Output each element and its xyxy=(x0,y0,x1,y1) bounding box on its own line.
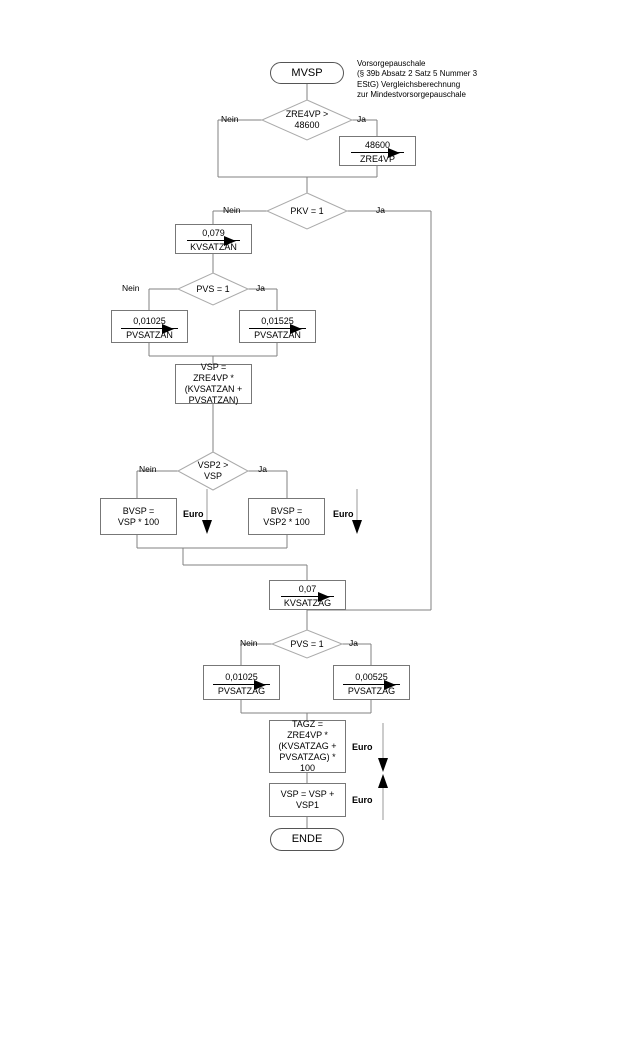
assign-target-a2: KVSATZAN xyxy=(190,242,237,252)
assign-arrow-a1 xyxy=(388,148,400,158)
assign-box-a1: 48600 ZRE4VP xyxy=(339,136,416,166)
branch-label-d3-yes: Ja xyxy=(256,283,265,293)
assign-rule-a3 xyxy=(121,328,178,329)
decision-shape-d4 xyxy=(176,451,250,491)
assign-value-a1: 48600 xyxy=(364,140,391,150)
assign-arrow-a5 xyxy=(318,592,330,602)
assign-value-a2: 0,079 xyxy=(202,228,225,238)
assign-box-a6: 0,01025 PVSATZAG xyxy=(203,665,280,700)
process-box-p5: VSP = VSP + VSP1 xyxy=(269,783,346,817)
assign-target-a6: PVSATZAG xyxy=(217,686,266,696)
decision-shape-d2 xyxy=(265,192,349,230)
terminator-start-label: MVSP xyxy=(291,66,323,79)
assign-rule-a4 xyxy=(249,328,306,329)
decision-shape-d5 xyxy=(270,629,344,659)
assign-arrow-a3 xyxy=(162,324,174,334)
process-box-p1: VSP = ZRE4VP * (KVSATZAN + PVSATZAN) xyxy=(175,362,252,405)
branch-label-d4-no: Nein xyxy=(139,464,157,474)
assign-value-a4: 0,01525 xyxy=(261,316,294,326)
euro-arrow-down-1 xyxy=(202,520,212,534)
decision-label-d5: PVS = 1 xyxy=(290,638,324,649)
terminator-end-label: ENDE xyxy=(291,833,323,845)
process-label-p4: TAGZ = ZRE4VP * (KVSATZAG + PVSATZAG) * … xyxy=(278,719,337,773)
decision-label-d1: ZRE4VP > 48600 xyxy=(285,109,329,130)
branch-label-d3-no: Nein xyxy=(122,283,140,293)
assign-box-a2: 0,079 KVSATZAN xyxy=(175,224,252,254)
euro-label-1: Euro xyxy=(183,509,204,519)
assign-target-a3: PVSATZAN xyxy=(126,330,173,340)
decision-shape-d1 xyxy=(260,99,354,141)
diagram-title-note: Vorsorgepauschale (§ 39b Absatz 2 Satz 5… xyxy=(357,59,478,100)
branch-label-d2-no: Nein xyxy=(223,205,241,215)
branch-label-d2-yes: Ja xyxy=(376,205,385,215)
assign-target-a1: ZRE4VP xyxy=(359,154,395,164)
assign-arrow-a6 xyxy=(254,680,266,690)
euro-label-2: Euro xyxy=(333,509,354,519)
process-label-p2: BVSP = VSP * 100 xyxy=(117,505,160,527)
assign-value-a3: 0,01025 xyxy=(133,316,166,326)
assign-value-a5: 0,07 xyxy=(298,584,317,594)
assign-box-a3: 0,01025 PVSATZAN xyxy=(111,310,188,343)
terminator-start: MVSP xyxy=(270,62,344,84)
assign-arrow-a4 xyxy=(290,324,302,334)
process-box-p2: BVSP = VSP * 100 xyxy=(100,498,177,535)
decision-label-d3: PVS = 1 xyxy=(196,283,230,294)
branch-label-d1-no: Nein xyxy=(221,114,239,124)
process-box-p3: BVSP = VSP2 * 100 xyxy=(248,498,325,535)
assign-box-a4: 0,01525 PVSATZAN xyxy=(239,310,316,343)
terminator-end: ENDE xyxy=(270,828,344,851)
assign-arrow-a2 xyxy=(224,236,236,246)
assign-rule-a6 xyxy=(213,684,270,685)
assign-target-a7: PVSATZAG xyxy=(347,686,396,696)
branch-label-d5-no: Nein xyxy=(240,638,258,648)
assign-box-a5: 0,07 KVSATZAG xyxy=(269,580,346,610)
assign-box-a7: 0,00525 PVSATZAG xyxy=(333,665,410,700)
euro-arrow-down-3 xyxy=(378,758,388,772)
assign-rule-a7 xyxy=(343,684,400,685)
assign-rule-a2 xyxy=(187,240,240,241)
decision-label-d4: VSP2 > VSP xyxy=(197,460,229,481)
assign-target-a5: KVSATZAG xyxy=(283,598,332,608)
assign-value-a6: 0,01025 xyxy=(225,672,258,682)
assign-rule-a1 xyxy=(351,152,404,153)
process-label-p5: VSP = VSP + VSP1 xyxy=(280,789,335,810)
decision-shape-d3 xyxy=(176,272,250,306)
process-label-p3: BVSP = VSP2 * 100 xyxy=(263,505,310,527)
euro-label-3: Euro xyxy=(352,742,373,752)
assign-target-a4: PVSATZAN xyxy=(254,330,301,340)
euro-label-4: Euro xyxy=(352,795,373,805)
euro-arrow-up-4 xyxy=(378,774,388,788)
process-label-p1: VSP = ZRE4VP * (KVSATZAN + PVSATZAN) xyxy=(184,362,243,405)
euro-arrow-down-2 xyxy=(352,520,362,534)
branch-label-d1-yes: Ja xyxy=(357,114,366,124)
process-box-p4: TAGZ = ZRE4VP * (KVSATZAG + PVSATZAG) * … xyxy=(269,719,346,773)
branch-label-d5-yes: Ja xyxy=(349,638,358,648)
assign-arrow-a7 xyxy=(384,680,396,690)
assign-rule-a5 xyxy=(281,596,334,597)
assign-value-a7: 0,00525 xyxy=(355,672,388,682)
decision-label-d2: PKV = 1 xyxy=(290,205,324,216)
branch-label-d4-yes: Ja xyxy=(258,464,267,474)
